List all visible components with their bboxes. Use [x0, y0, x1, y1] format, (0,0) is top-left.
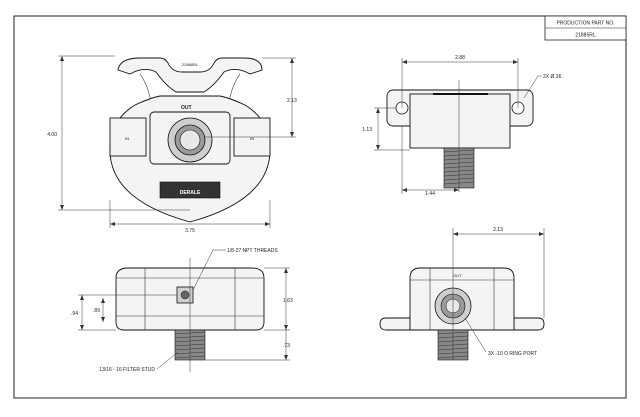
top-right-view: 2.88 2X Ø.36 1.13 1.44 — [362, 55, 561, 197]
dim-bottom-stud: .73 — [283, 343, 290, 349]
title-block: PRODUCTION PART NO. 21885RL — [544, 15, 627, 41]
dim-top-width: 2.88 — [455, 55, 465, 61]
logo-plate — [159, 181, 221, 199]
face-label: OUT — [453, 273, 462, 278]
dim-front-upper: 2.13 — [287, 98, 297, 104]
hole-note: 2X Ø.36 — [543, 74, 562, 80]
dim-end-width: 2.13 — [493, 227, 503, 233]
port-note: 3X -10 O RING PORT — [488, 351, 537, 357]
stud-note: 13/16 - 16 FILTER STUD — [99, 367, 155, 373]
side-body — [409, 93, 511, 149]
dim-front-height: 4.00 — [47, 132, 57, 138]
part-number: 21885RL — [575, 33, 596, 39]
thread-note: 1/8-27 NPT THREADS — [227, 248, 278, 254]
bottom-left-view: 1/8-27 NPT THREADS 13/16 - 16 FILTER STU… — [71, 248, 293, 373]
dim-top-offset: 1.44 — [425, 191, 435, 197]
mount-ears — [117, 57, 263, 93]
flange-tab-left — [379, 317, 411, 331]
out-label: OUT — [181, 105, 192, 111]
dim-bottom-overall: 1.63 — [283, 298, 293, 304]
left-boss — [109, 117, 147, 157]
front-view: IN IN OUT 22888RL DERALE 4.00 2.13 3.75 — [47, 55, 297, 234]
flange-tab-right — [513, 317, 545, 331]
logo-text: DERALE — [180, 190, 201, 196]
dim-bottom-a: .94 — [71, 311, 78, 317]
dim-front-width: 3.75 — [185, 228, 195, 234]
bottom-right-view: OUT 2.13 3X -10 O RING PORT — [379, 227, 545, 361]
dim-top-height: 1.13 — [362, 127, 372, 133]
side-label-right: IN — [250, 136, 254, 141]
dim-bottom-b: .89 — [93, 308, 100, 314]
side-label-left: IN — [125, 136, 129, 141]
title-block-heading: PRODUCTION PART NO. — [556, 21, 614, 27]
sheet-border — [13, 15, 627, 399]
top-part-label: 22888RL — [182, 62, 199, 67]
